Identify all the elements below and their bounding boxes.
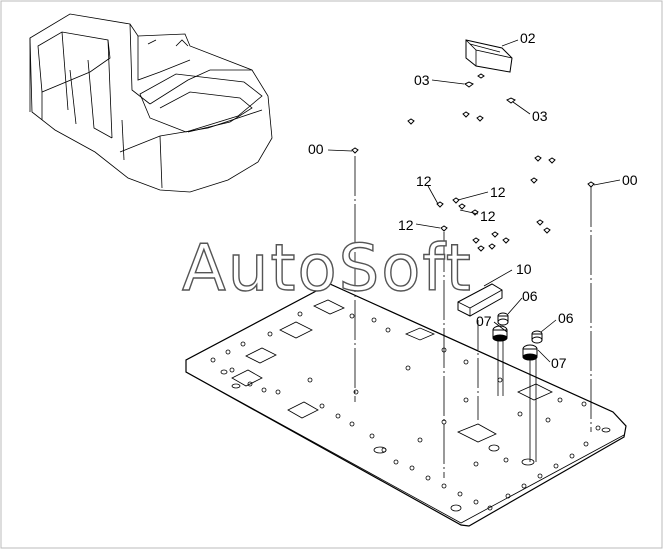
callout-02: 02 [520, 30, 536, 46]
storage-box-part-02 [465, 39, 513, 73]
callout-03-upper: 03 [414, 72, 430, 88]
knob-parts-06-07 [492, 312, 543, 361]
callout-06-left: 06 [522, 288, 538, 304]
pad-part-10 [457, 283, 503, 317]
callout-06-right: 06 [558, 310, 574, 326]
callout-12-left: 12 [398, 217, 414, 233]
assembly-guide-lines [354, 156, 592, 478]
callout-03-lower: 03 [532, 108, 548, 124]
callout-12-right-lower: 12 [480, 208, 496, 224]
callout-leader-lines [327, 39, 621, 363]
callout-07-left: 07 [476, 313, 492, 329]
callout-12-right-upper: 12 [490, 184, 506, 200]
plate-holes [210, 311, 611, 512]
watermark-text: AutoSoft [182, 232, 473, 306]
callout-12-top: 12 [416, 173, 432, 189]
floor-plate [185, 283, 627, 527]
callout-00-left: 00 [308, 141, 324, 157]
callout-10: 10 [516, 261, 532, 277]
plate-slots [231, 299, 553, 443]
screws-and-nuts [351, 73, 595, 252]
excavator-overview-sketch [29, 13, 273, 193]
callout-00-right: 00 [622, 172, 638, 188]
callout-labels: 02 03 03 00 00 12 12 12 12 10 06 07 06 0… [308, 30, 638, 371]
callout-07-right: 07 [551, 355, 567, 371]
